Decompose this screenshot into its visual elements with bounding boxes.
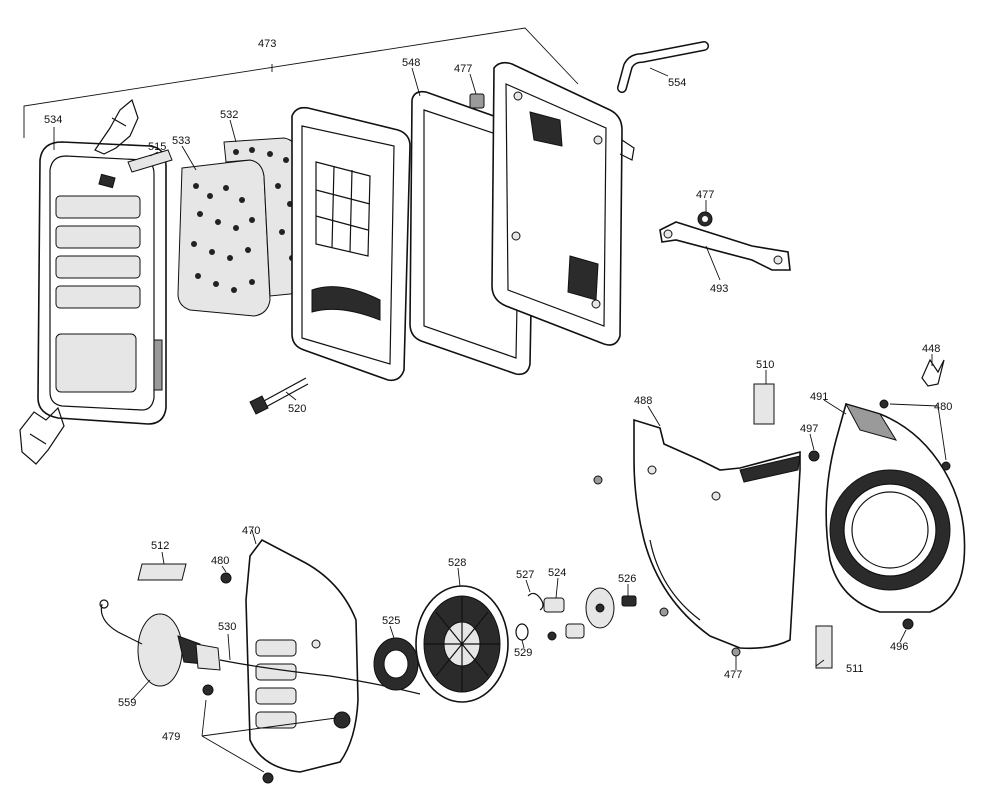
part-label: 532: [220, 109, 238, 121]
ratchet-524: [543, 597, 585, 641]
air-filter-element: [291, 106, 411, 382]
part-number-labels: 473 534 515 533 532 548 477 554 477 493 …: [44, 38, 952, 743]
bolt-520: [249, 377, 309, 415]
part-label: 528: [448, 557, 466, 569]
part-label: 512: [151, 540, 169, 552]
part-label: 477: [696, 189, 714, 201]
part-label: 527: [516, 569, 534, 581]
recoil-pulley-528: [415, 585, 509, 703]
part-label: 477: [454, 63, 472, 75]
part-label: 529: [514, 647, 532, 659]
small-nut-2: [659, 607, 669, 617]
part-label: 479: [162, 731, 180, 743]
leader-lines: [53, 67, 947, 701]
part-label: 488: [634, 395, 652, 407]
starter-handle-559: [99, 599, 221, 687]
part-label: 477: [724, 669, 742, 681]
bracket-493: [659, 211, 791, 271]
part-label: 491: [810, 391, 828, 403]
screw-480-left: [220, 572, 232, 584]
part-label: 480: [211, 555, 229, 567]
part-label: 548: [402, 57, 420, 69]
leader-479: [201, 699, 337, 773]
part-label: 530: [218, 621, 236, 633]
small-nut-1: [593, 475, 603, 485]
nut-477-bottom: [731, 647, 741, 657]
part-label: 470: [242, 525, 260, 537]
ring-529: [515, 623, 529, 641]
air-cleaner-base-plate: [491, 61, 635, 346]
part-label: 520: [288, 403, 306, 415]
label-sticker-511: [815, 625, 833, 669]
part-label: 480: [934, 401, 952, 413]
bolt-526: [621, 595, 637, 607]
spring-527: [527, 592, 544, 611]
part-label: 533: [172, 135, 190, 147]
part-label: 525: [382, 615, 400, 627]
part-label: 511: [846, 663, 864, 675]
foam-filter-533: [177, 159, 271, 317]
fan-shroud-488: [633, 418, 801, 650]
part-label: 496: [890, 641, 908, 653]
blower-housing-491: [825, 403, 966, 613]
label-sticker-512: [137, 563, 187, 581]
nut-477-top: [469, 93, 485, 109]
part-label: 524: [548, 567, 566, 579]
part-label: 559: [118, 697, 136, 709]
screw-497: [808, 450, 820, 462]
screws-480-right: [879, 399, 951, 471]
wire-clip-lower: [19, 406, 65, 465]
recoil-spring-525: [373, 637, 419, 691]
breather-hose-554: [617, 41, 709, 93]
part-label: 510: [756, 359, 774, 371]
wire-clip-upper: [94, 98, 139, 155]
recoil-starter-cover-470: [245, 538, 359, 773]
part-label: 515: [148, 141, 166, 153]
label-sticker-510: [753, 383, 775, 425]
friction-plate: [585, 587, 615, 629]
part-label: 448: [922, 343, 940, 355]
screws-479: [202, 684, 274, 784]
air-cleaner-cover-534: [37, 141, 167, 425]
part-label: 534: [44, 114, 62, 126]
part-label: 554: [668, 77, 686, 89]
part-label: 526: [618, 573, 636, 585]
part-label: 493: [710, 283, 728, 295]
clip-448: [921, 358, 945, 387]
part-label: 497: [800, 423, 818, 435]
assembly-bracket-473: [23, 27, 579, 138]
screw-496: [902, 618, 914, 630]
part-label: 473: [258, 38, 276, 50]
